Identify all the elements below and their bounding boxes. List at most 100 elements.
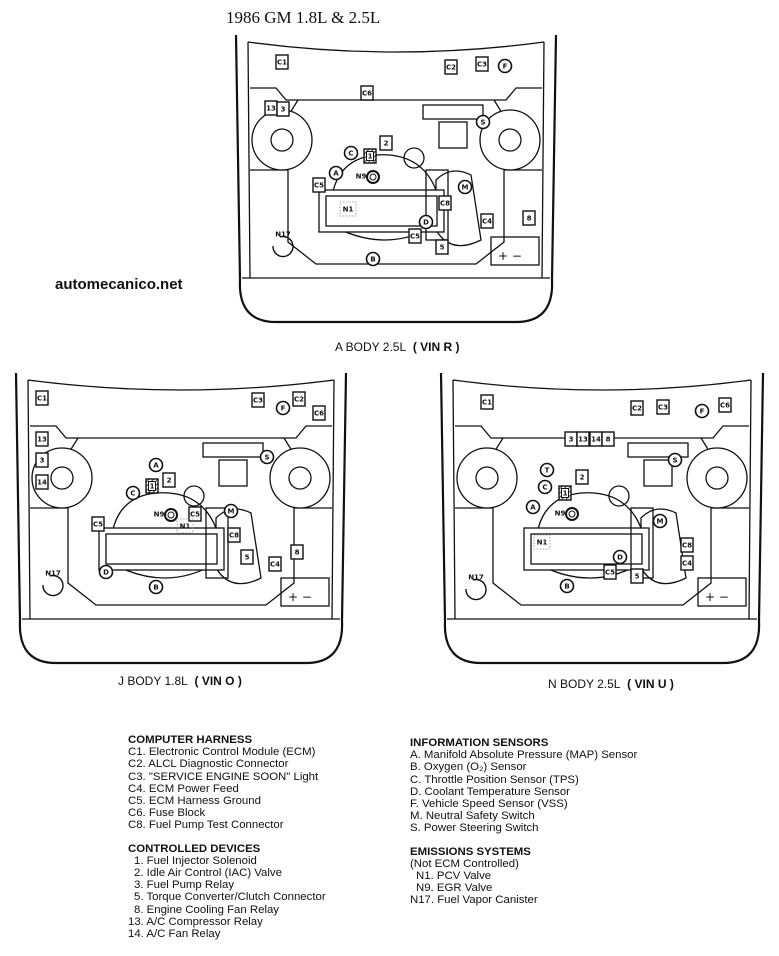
caption-text: N BODY 2.5L: [548, 677, 621, 691]
marker: 3: [35, 452, 49, 468]
marker-label: 1: [563, 490, 568, 498]
marker-label: 13: [578, 436, 588, 444]
marker-label: S: [264, 454, 269, 462]
marker-label: 8: [527, 215, 532, 223]
marker-label: C: [348, 150, 353, 158]
marker: C6: [718, 397, 732, 413]
legend-item: A. Manifold Absolute Pressure (MAP) Sens…: [410, 749, 638, 762]
legend-item: 13. A/C Compressor Relay: [128, 915, 263, 928]
marker-label: 2: [580, 474, 585, 482]
marker-label: C5: [605, 569, 615, 577]
marker: 8: [601, 431, 615, 447]
marker: B: [148, 579, 164, 595]
marker: 2: [379, 135, 393, 151]
marker: C8: [227, 527, 241, 543]
marker: A: [148, 457, 164, 473]
marker-label: D: [103, 569, 109, 577]
marker: D: [418, 214, 434, 230]
marker-label: C8: [440, 200, 450, 208]
marker: N17: [42, 570, 64, 597]
marker: C4: [268, 556, 282, 572]
marker-label: C3: [253, 397, 263, 405]
marker: B: [559, 578, 575, 594]
marker: 14: [35, 474, 49, 490]
marker-label: C1: [37, 395, 47, 403]
caption-j-body: J BODY 1.8L ( VIN O ): [118, 674, 242, 688]
marker-label: F: [503, 63, 508, 71]
marker: C5: [312, 177, 326, 193]
marker-label: 5: [440, 244, 445, 252]
marker-label: 1: [150, 483, 155, 491]
legend-subheading: (Not ECM Controlled): [410, 857, 519, 870]
marker: C: [537, 479, 553, 495]
marker: 2: [575, 469, 589, 485]
marker-label: A: [153, 462, 159, 470]
marker-label: B: [564, 583, 569, 591]
caption-text: J BODY 1.8L: [118, 674, 188, 688]
marker: 3: [276, 101, 290, 117]
marker: C: [125, 485, 141, 501]
marker: 1: [363, 148, 377, 164]
marker: N9: [555, 507, 579, 521]
marker: T: [539, 462, 555, 478]
marker-label: N17: [275, 231, 291, 239]
marker: N1: [339, 201, 357, 217]
caption-vin: ( VIN R ): [412, 340, 460, 354]
watermark: automecanico.net: [55, 276, 183, 293]
marker: C2: [444, 59, 458, 75]
marker: 5: [240, 549, 254, 565]
marker-label: F: [281, 405, 286, 413]
marker: 5: [435, 239, 449, 255]
legend-heading: INFORMATION SENSORS: [410, 737, 549, 749]
marker: C: [343, 145, 359, 161]
legend-item: N9. EGR Valve: [416, 882, 493, 895]
marker-label: C8: [682, 542, 692, 550]
marker-label: C4: [682, 560, 692, 568]
n-body-bay: + −: [439, 372, 765, 665]
caption-a-body: A BODY 2.5L ( VIN R ): [335, 340, 460, 354]
legend-item: B. Oxygen (O₂) Sensor: [410, 761, 527, 774]
marker: F: [275, 400, 291, 416]
legend-item: 1. Fuel Injector Solenoid: [134, 854, 257, 867]
marker-label: C2: [446, 64, 456, 72]
legend-item: N17. Fuel Vapor Canister: [410, 894, 538, 907]
marker: 1: [558, 485, 572, 501]
legend-item: C5. ECM Harness Ground: [128, 795, 261, 808]
marker-label: N9: [555, 510, 566, 518]
marker-label: C4: [270, 561, 280, 569]
marker: 13: [35, 431, 49, 447]
marker: N17: [272, 231, 294, 258]
marker-label: F: [700, 408, 705, 416]
marker: C4: [680, 555, 694, 571]
marker-label: N1: [537, 539, 548, 547]
marker: C5: [91, 516, 105, 532]
svg-text:+ −: + −: [705, 590, 729, 604]
marker: C3: [475, 56, 489, 72]
marker-label: 14: [591, 436, 601, 444]
marker: S: [475, 114, 491, 130]
legend-item: C8. Fuel Pump Test Connector: [128, 819, 284, 832]
marker: 1: [145, 478, 159, 494]
marker: B: [365, 251, 381, 267]
legend-heading: CONTROLLED DEVICES: [128, 842, 261, 855]
marker-label: N1: [180, 523, 191, 531]
marker: C3: [251, 392, 265, 408]
legend-item: C4. ECM Power Feed: [128, 782, 239, 795]
marker-label: M: [228, 508, 235, 516]
legend-left: COMPUTER HARNESS C1. Electronic Control …: [128, 734, 326, 940]
marker: D: [612, 549, 628, 565]
marker-label: 3: [569, 436, 574, 444]
legend-item: 2. Idle Air Control (IAC) Valve: [134, 867, 282, 880]
marker-label: B: [153, 584, 158, 592]
marker: C8: [680, 537, 694, 553]
marker-label: N17: [45, 570, 61, 578]
marker: S: [259, 449, 275, 465]
marker: F: [694, 403, 710, 419]
marker-label: 2: [167, 477, 172, 485]
marker-label: S: [672, 457, 677, 465]
legend-item: C. Throttle Position Sensor (TPS): [410, 773, 579, 786]
legend-item: C6. Fuse Block: [128, 807, 206, 820]
marker: C5: [188, 506, 202, 522]
svg-text:+ −: + −: [498, 249, 522, 263]
marker: A: [328, 165, 344, 181]
